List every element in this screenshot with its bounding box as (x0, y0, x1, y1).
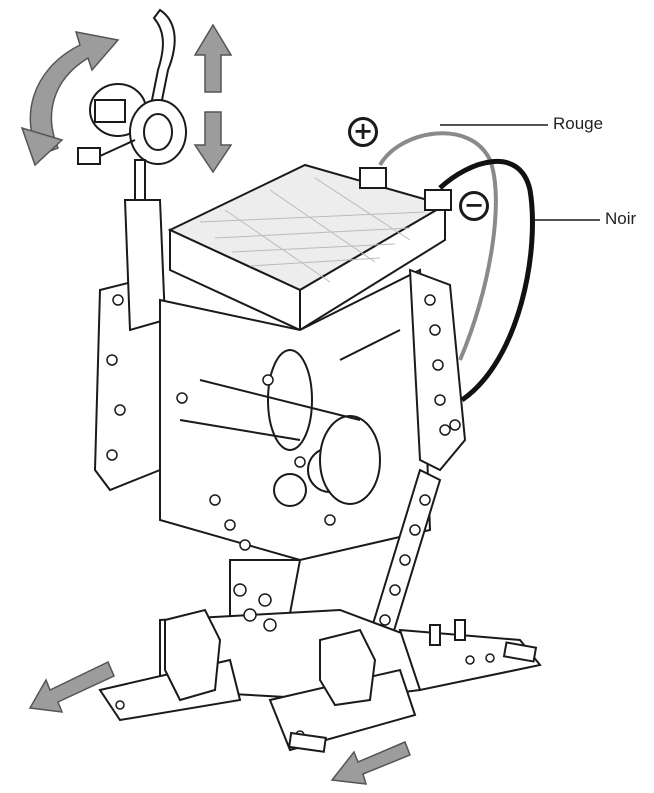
bolt-holes (106, 294, 495, 740)
rotate-arrow-icon (20, 31, 120, 167)
feet (164, 608, 538, 753)
crank-lever (77, 8, 187, 201)
motion-arrow-right-icon (330, 741, 411, 785)
negative-terminal-icon: − (459, 191, 489, 221)
up-arrow-icon (193, 23, 233, 93)
label-noir: Noir (605, 209, 637, 228)
positive-terminal-icon: + (348, 117, 378, 147)
motion-arrow-left-icon (28, 660, 115, 713)
down-arrow-icon (193, 111, 233, 174)
wire-black (438, 159, 600, 403)
label-rouge: Rouge (553, 114, 604, 133)
